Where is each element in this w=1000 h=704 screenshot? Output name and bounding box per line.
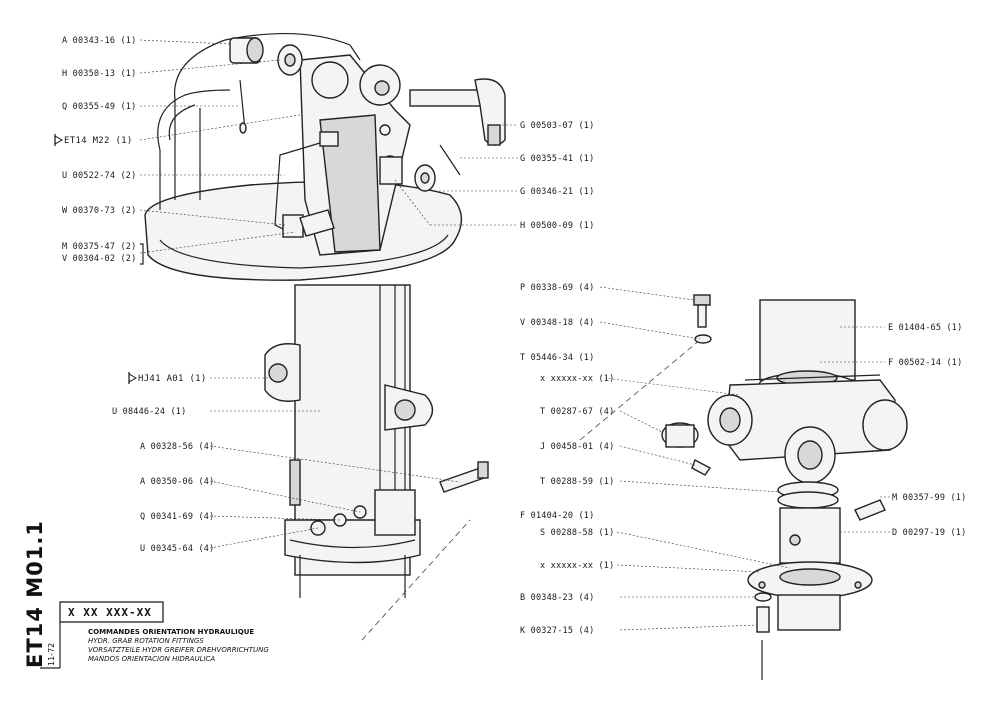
part-label: G 00503-07 (1) (520, 121, 594, 131)
part-label: Q 00341-69 (4) (140, 512, 214, 522)
part-label: W 00370-73 (2) (62, 206, 136, 216)
right-left-callout-labels: P 00338-69 (4) V 00348-18 (4) T 05446-34… (520, 283, 614, 636)
part-label: T 00287-67 (4) (540, 407, 614, 417)
part-label: K 00327-15 (4) (520, 626, 594, 636)
part-label: T 00288-59 (1) (540, 477, 614, 487)
part-label: E 01404-65 (1) (888, 323, 962, 333)
reference-label: ET14 M22 (1) (64, 136, 133, 146)
part-label: J 00458-01 (4) (540, 442, 614, 452)
part-label: x xxxxx-xx (1) (540, 561, 614, 571)
right-assembly-drawing (661, 294, 908, 680)
cross-reference-et14-m22[interactable]: ET14 M22 (1) (54, 134, 133, 146)
part-label: M 00375-47 (2) (62, 242, 136, 252)
part-label: H 00500-09 (1) (520, 221, 594, 231)
title-spanish: MANDOS ORIENTACION HIDRAULICA (88, 655, 215, 663)
part-label: S 00288-58 (1) (540, 528, 614, 538)
part-label: D 00297-19 (1) (892, 528, 966, 538)
part-label: G 00346-21 (1) (520, 187, 594, 197)
part-label: U 08446-24 (1) (112, 407, 186, 417)
left-assembly-drawing (144, 32, 506, 598)
part-label: U 00345-64 (4) (140, 544, 214, 554)
title-french: COMMANDES ORIENTATION HYDRAULIQUE (88, 628, 254, 636)
part-label: G 00355-41 (1) (520, 154, 594, 164)
part-label: T 05446-34 (1) (520, 353, 594, 363)
part-label: F 01404-20 (1) (520, 511, 594, 521)
part-label: H 00350-13 (1) (62, 69, 136, 79)
part-label: M 00357-99 (1) (892, 493, 966, 503)
part-label: P 00338-69 (4) (520, 283, 594, 293)
part-label: V 00304-02 (2) (62, 254, 136, 264)
part-label: A 00343-16 (1) (62, 36, 136, 46)
title-english: HYDR. GRAB ROTATION FITTINGS (88, 637, 204, 645)
reference-number: X XX XXX-XX (68, 606, 152, 619)
cross-reference-hj41-a01[interactable]: HJ41 A01 (1) (128, 372, 207, 384)
document-date: 11-72 (47, 643, 56, 666)
part-label: F 00502-14 (1) (888, 358, 962, 368)
reference-label: HJ41 A01 (1) (138, 374, 207, 384)
part-label: B 00348-23 (4) (520, 593, 594, 603)
part-label: Q 00355-49 (1) (62, 102, 136, 112)
part-label: V 00348-18 (4) (520, 318, 594, 328)
upper-right-callout-labels: G 00503-07 (1) G 00355-41 (1) G 00346-21… (520, 121, 594, 231)
center-axis-line (361, 519, 471, 641)
part-label: A 00350-06 (4) (140, 477, 214, 487)
part-label: U 00522-74 (2) (62, 171, 136, 181)
reference-arrow-icon (54, 135, 64, 145)
reference-arrow-icon (128, 373, 138, 383)
document-code: ET14 M01.1 (23, 520, 47, 668)
center-axis-line-2 (579, 339, 701, 441)
left-callout-labels: A 00343-16 (1) H 00350-13 (1) Q 00355-49… (62, 36, 214, 554)
leader-lines (139, 39, 890, 631)
title-german: VORSATZTEILE HYDR GREIFER DREHVORRICHTUN… (88, 646, 269, 654)
part-label: A 00328-56 (4) (140, 442, 214, 452)
part-label: x xxxxx-xx (1) (540, 374, 614, 384)
right-right-callout-labels: E 01404-65 (1) F 00502-14 (1) M 00357-99… (888, 323, 966, 538)
title-block: X XX XXX-XX COMMANDES ORIENTATION HYDRAU… (40, 601, 269, 669)
